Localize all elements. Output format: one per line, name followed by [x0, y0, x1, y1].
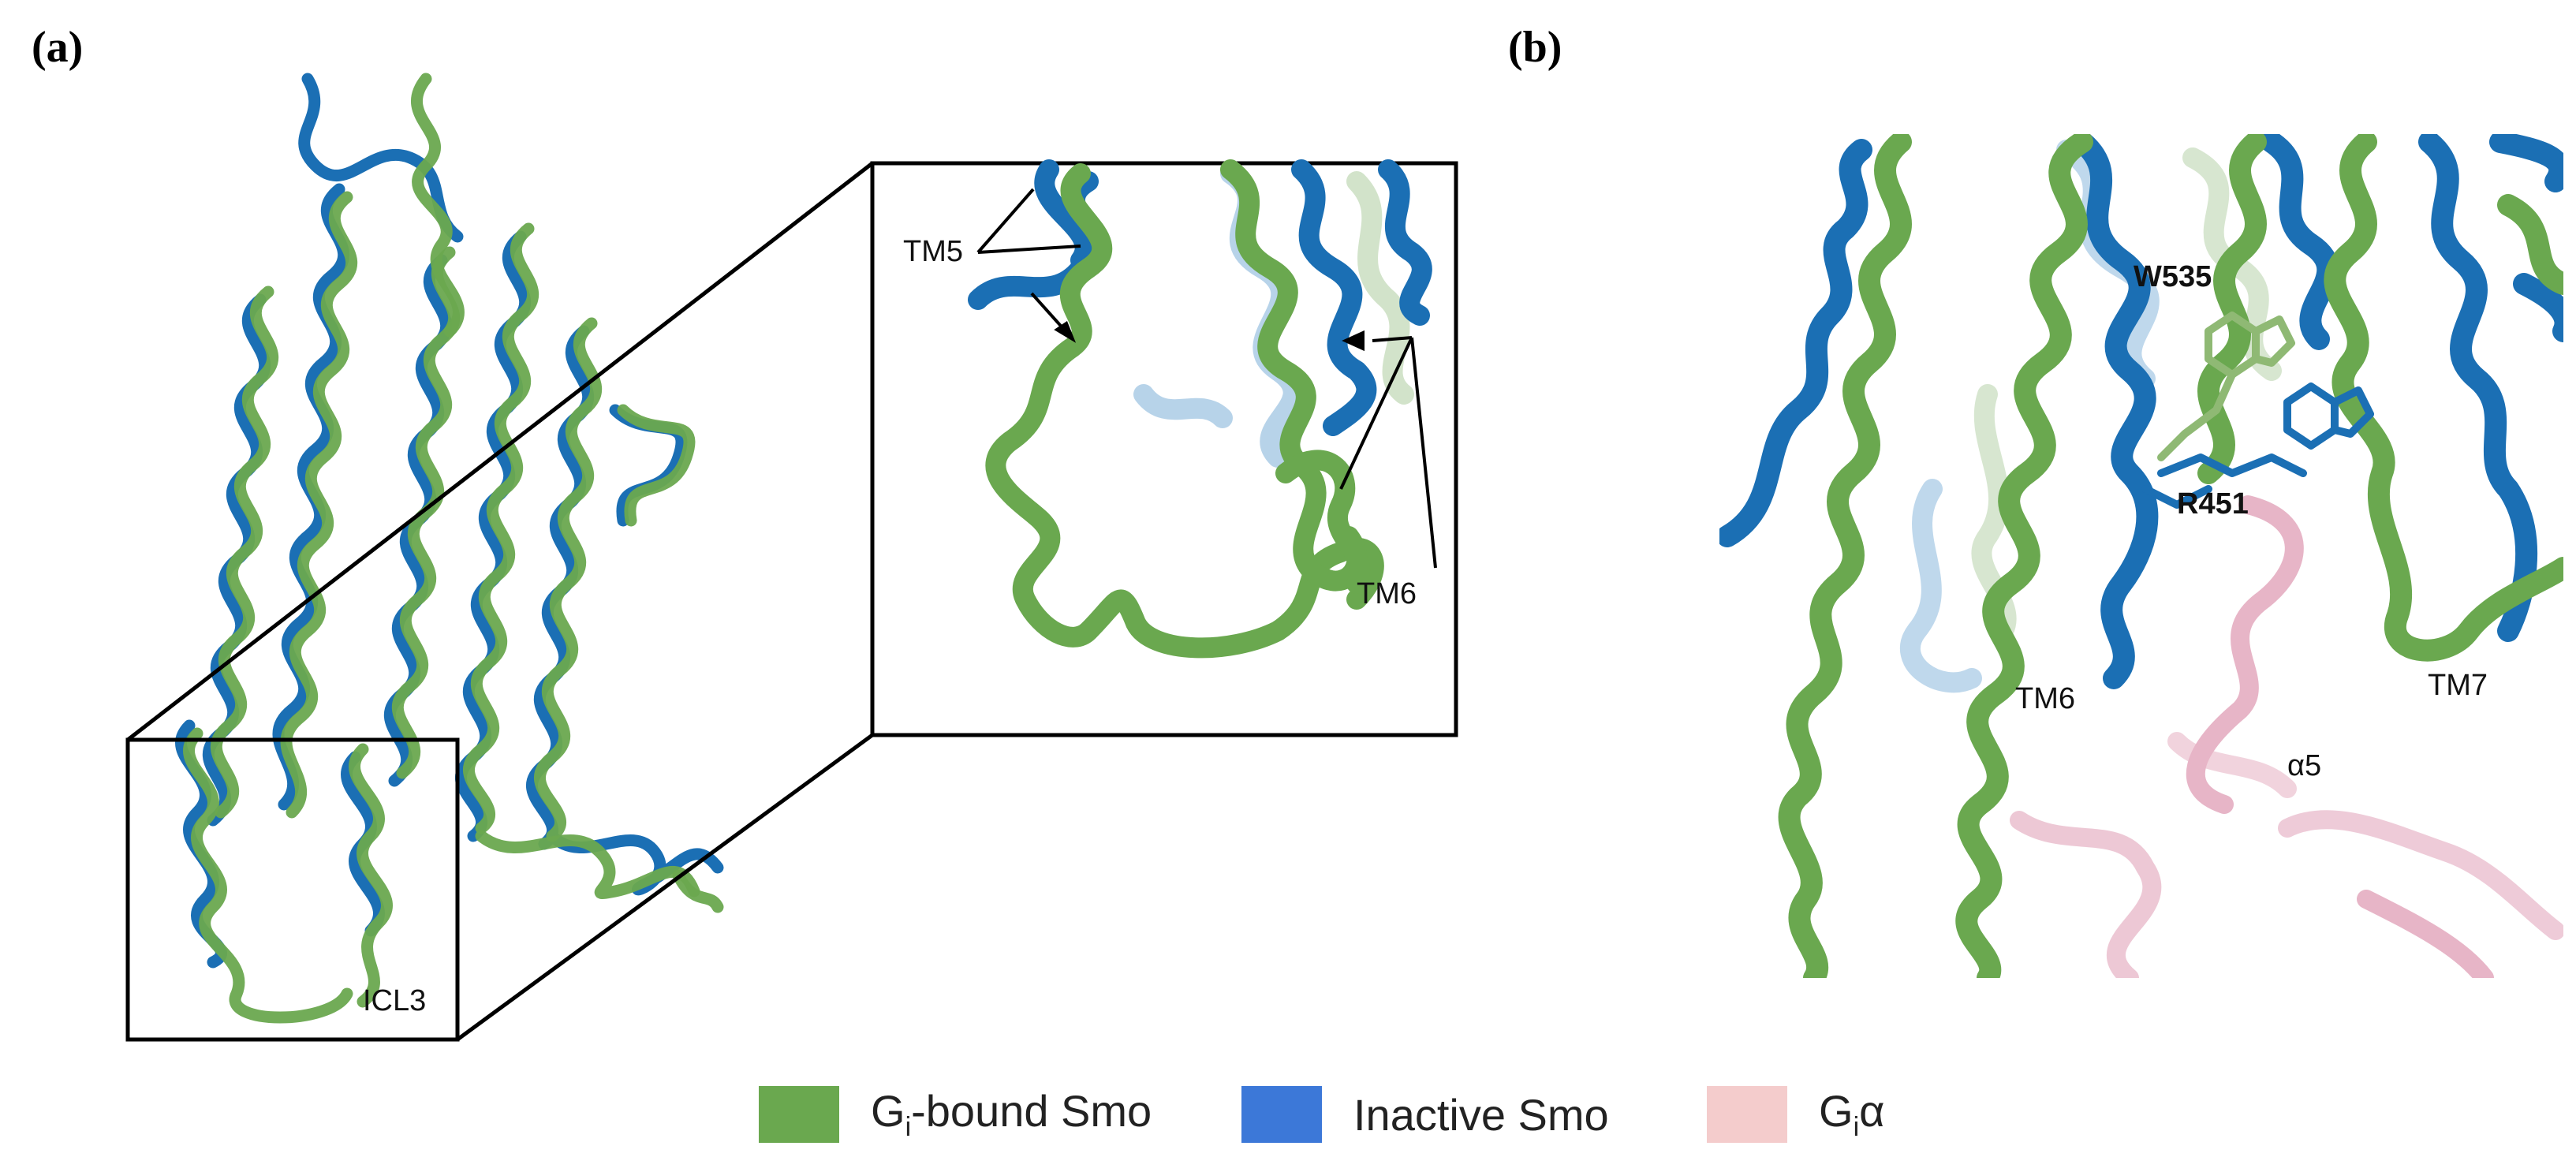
gi-bound-smo-ribbon-a: [183, 73, 724, 1024]
zoom-line-top: [126, 162, 874, 741]
w535-r451-sidechains: [2141, 312, 2374, 509]
legend-label-gialpha: Giα: [1819, 1086, 1885, 1143]
tm6-b-label: TM6: [2015, 682, 2075, 715]
inset-gi-bound-helices: [985, 159, 1384, 659]
icl3-label: ICL3: [363, 984, 427, 1017]
tm7-b-label: TM7: [2428, 669, 2488, 702]
protein-structure-b: [1719, 134, 2563, 978]
legend: Gi-bound Smo Inactive Smo Giα: [0, 1079, 2576, 1150]
legend-label-inactive-smo: Inactive Smo: [1353, 1089, 1609, 1140]
legend-swatch-gialpha: [1707, 1086, 1787, 1143]
inset-panel: [870, 159, 1458, 737]
zoom-indicator: [125, 162, 874, 1042]
alpha5-label: α5: [2287, 749, 2322, 782]
inset-arrows: [976, 188, 1437, 569]
w535-label: W535: [2134, 260, 2212, 293]
inactive-smo-ribbon-a: [175, 73, 724, 969]
legend-swatch-inactive-smo: [1241, 1086, 1322, 1143]
r451-label: R451: [2177, 487, 2249, 521]
protein-structure-a: [175, 73, 724, 1024]
legend-item-gialpha: Giα: [1707, 1079, 1885, 1150]
icl3-box: [125, 737, 460, 1042]
legend-swatch-gi-bound-smo: [759, 1086, 839, 1143]
zoom-line-bottom: [456, 733, 874, 1042]
inactive-smo-ribbon-b: [1719, 134, 2563, 689]
gialpha-ribbon-b: [2010, 495, 2563, 978]
tm5-inset-label: TM5: [903, 235, 963, 268]
legend-label-gi-bound-smo: Gi-bound Smo: [871, 1086, 1152, 1143]
gi-bound-smo-ribbon-b: [1778, 134, 2563, 978]
tm6-inset-label: TM6: [1357, 577, 1417, 610]
legend-item-inactive-smo: Inactive Smo: [1241, 1079, 1609, 1150]
legend-item-gi-bound-smo: Gi-bound Smo: [759, 1079, 1152, 1150]
panel-b-label: (b): [1508, 23, 1562, 72]
panel-a-label: (a): [32, 23, 84, 72]
